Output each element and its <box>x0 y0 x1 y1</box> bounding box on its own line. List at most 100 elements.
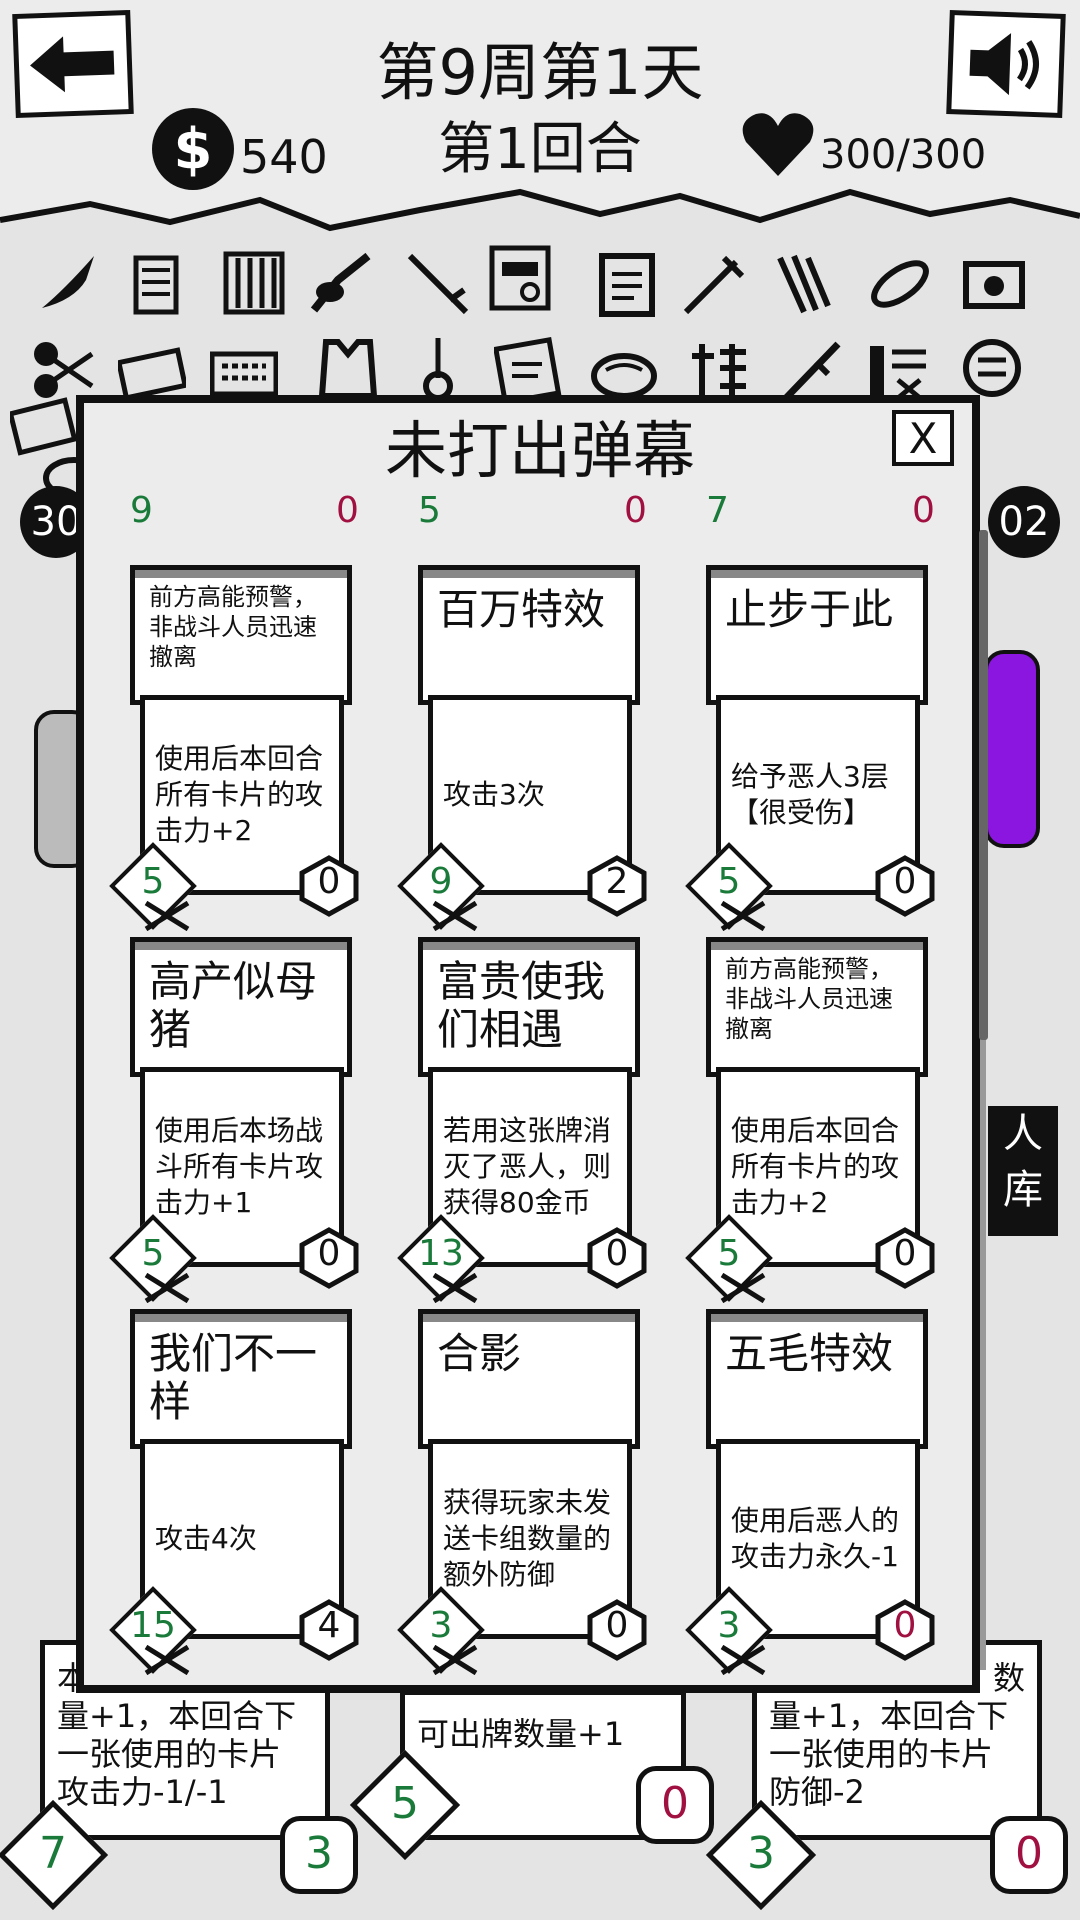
card-description-text: 给予恶人3层【很受伤】 <box>731 760 889 829</box>
camera-icon[interactable] <box>960 250 1028 318</box>
close-button[interactable]: X <box>892 410 954 466</box>
card-name: 富贵使我们相遇 <box>418 937 640 1077</box>
pepper-icon[interactable] <box>34 250 102 318</box>
crossed-swords-icon <box>720 901 766 931</box>
medal-icon[interactable] <box>958 334 1026 402</box>
paper-icon[interactable] <box>594 250 662 318</box>
card-description: 获得玩家未发送卡组数量的额外防御 <box>428 1439 632 1639</box>
sword-icon[interactable] <box>404 250 472 318</box>
note-icon[interactable] <box>10 390 78 458</box>
ticket-icon[interactable] <box>118 340 186 408</box>
card-name: 前方高能预警，非战斗人员迅速撤离 <box>130 565 352 705</box>
card-description: 攻击4次 <box>140 1439 344 1639</box>
card-description-text: 获得玩家未发送卡组数量的额外防御 <box>443 1486 612 1591</box>
hand-card-1-text: 攻击力-1/-1 <box>57 1773 228 1811</box>
card-item[interactable]: 止步于此给予恶人3层【很受伤】 5 0 <box>685 565 938 935</box>
hand-card-3-def-badge <box>990 1816 1068 1894</box>
hang-sign-icon[interactable] <box>684 336 752 404</box>
peek-def-2: 0 <box>624 490 647 531</box>
feather-icon[interactable] <box>866 250 934 318</box>
cup-icon[interactable] <box>122 250 190 318</box>
card-cost: 5 <box>717 1233 741 1274</box>
card-description: 使用后本回合所有卡片的攻击力+2 <box>716 1067 920 1267</box>
close-icon: X <box>908 413 938 463</box>
card-description-text: 使用后本场战斗所有卡片攻击力+1 <box>155 1114 324 1219</box>
sound-button[interactable] <box>946 10 1066 118</box>
hand-card-3-def: 0 <box>1015 1828 1043 1879</box>
scrollbar-thumb[interactable] <box>979 530 988 1040</box>
heart-icon <box>742 113 814 176</box>
peek-cost-3: 7 <box>706 490 729 531</box>
week-day-title: 第9周第1天 <box>376 36 704 109</box>
hand-card-2-cost: 5 <box>391 1778 419 1829</box>
card-name: 我们不一样 <box>130 1309 352 1449</box>
card-defense: 0 <box>317 1233 341 1274</box>
keyboard-icon[interactable] <box>210 340 278 408</box>
scissors-icon[interactable] <box>28 336 96 404</box>
card-defense: 0 <box>317 861 341 902</box>
hand-card-2-def: 0 <box>661 1778 689 1829</box>
card-defense: 4 <box>317 1605 341 1646</box>
hand-card-3-cost: 3 <box>747 1828 775 1879</box>
peek-cost-2: 5 <box>418 490 441 531</box>
hand-card-3-text: 防御-2 <box>769 1773 865 1811</box>
book-icon[interactable] <box>494 336 562 404</box>
card-cost: 3 <box>717 1605 741 1646</box>
right-side-badge: 02 <box>988 486 1060 558</box>
crossed-swords-icon <box>720 1273 766 1303</box>
back-arrow-icon <box>30 36 115 93</box>
card-description-text: 使用后本回合所有卡片的攻击力+2 <box>155 742 324 847</box>
card-description-text: 攻击3次 <box>443 778 545 811</box>
card-defense: 0 <box>893 861 917 902</box>
shield-icon <box>875 1599 935 1661</box>
hand-card-2-def-badge <box>636 1766 714 1844</box>
shield-icon <box>875 1227 935 1289</box>
crossed-swords-icon <box>720 1645 766 1675</box>
card-defense: 0 <box>605 1605 629 1646</box>
machine-icon[interactable] <box>486 244 554 312</box>
deck-button[interactable]: 人 库 <box>988 1106 1058 1236</box>
pipe-icon[interactable] <box>404 334 472 402</box>
card-cost: 5 <box>717 861 741 902</box>
brush-icon[interactable] <box>308 250 376 318</box>
card-grid[interactable]: 9 0 5 0 7 0 前方高能预警，非战斗人员迅速撤离使用后本回合所有卡片的攻… <box>82 490 972 1685</box>
crossed-swords-icon <box>432 901 478 931</box>
hand-card-1-text: 量+1，本回合下 <box>57 1697 297 1735</box>
shield-icon <box>299 855 359 917</box>
scrollbar-track[interactable] <box>980 530 986 1670</box>
building-icon[interactable] <box>220 248 288 316</box>
card-name: 前方高能预警，非战斗人员迅速撤离 <box>706 937 928 1077</box>
speaker-icon <box>969 33 1039 96</box>
card-description: 攻击3次 <box>428 695 632 895</box>
card-description: 给予恶人3层【很受伤】 <box>716 695 920 895</box>
stamp-icon[interactable] <box>864 336 932 404</box>
round-title: 第1回合 <box>438 117 642 182</box>
crossed-swords-icon <box>432 1645 478 1675</box>
peek-cost-1: 9 <box>130 490 153 531</box>
card-description: 使用后本场战斗所有卡片攻击力+1 <box>140 1067 344 1267</box>
card-name: 五毛特效 <box>706 1309 928 1449</box>
crossed-swords-icon <box>144 1273 190 1303</box>
card-description: 使用后本回合所有卡片的攻击力+2 <box>140 695 344 895</box>
card-description-text: 使用后本回合所有卡片的攻击力+2 <box>731 1114 900 1219</box>
shield-icon <box>299 1599 359 1661</box>
card-name: 止步于此 <box>706 565 928 705</box>
card-defense: 0 <box>605 1233 629 1274</box>
card-description-text: 攻击4次 <box>155 1522 257 1555</box>
card-description-text: 若用这张牌消灭了恶人，则获得80金币 <box>443 1114 612 1219</box>
dagger-icon[interactable] <box>778 336 846 404</box>
card-name: 合影 <box>418 1309 640 1449</box>
back-button[interactable] <box>12 9 134 119</box>
sticks-icon[interactable] <box>770 250 838 318</box>
horn-icon[interactable] <box>680 250 748 318</box>
card-description: 若用这张牌消灭了恶人，则获得80金币 <box>428 1067 632 1267</box>
vest-icon[interactable] <box>314 334 382 402</box>
